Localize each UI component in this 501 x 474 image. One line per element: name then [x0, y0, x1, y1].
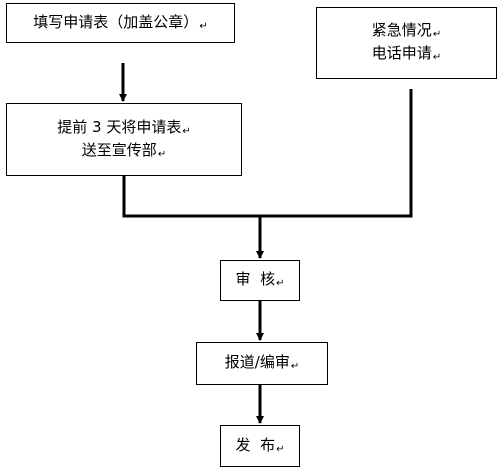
- paragraph-mark-icon: ↵: [432, 52, 442, 63]
- node-report-edit-line-1: 报道/编审↵: [225, 352, 299, 375]
- node-report-edit: 报道/编审↵: [196, 342, 328, 385]
- node-publish-text: 发 布: [235, 435, 276, 454]
- node-review: 审 核↵: [220, 260, 300, 301]
- paragraph-mark-icon: ↵: [290, 361, 300, 372]
- node-review-line-1: 审 核↵: [236, 269, 285, 292]
- node-fill-application: 填写申请表（加盖公章）↵: [6, 3, 235, 43]
- node-emergency-phone-text-2: 电话申请: [371, 44, 432, 62]
- paragraph-mark-icon: ↵: [276, 278, 285, 289]
- paragraph-mark-icon: ↵: [182, 125, 191, 137]
- node-emergency-phone-line-2: 电话申请↵: [372, 43, 441, 66]
- node-emergency-phone: 紧急情况↵ 电话申请↵: [316, 7, 497, 79]
- node-fill-application-line-1: 填写申请表（加盖公章）↵: [33, 12, 207, 35]
- node-submit-form: 提前 3 天将申请表↵ 送至宣传部↵: [6, 103, 242, 176]
- paragraph-mark-icon: ↵: [157, 148, 167, 160]
- paragraph-mark-icon: ↵: [276, 443, 285, 455]
- node-review-text: 审 核: [235, 270, 276, 288]
- node-submit-form-line-2: 送至宣传部↵: [82, 140, 166, 163]
- paragraph-mark-icon: ↵: [199, 20, 208, 32]
- node-submit-form-line-1: 提前 3 天将申请表↵: [57, 117, 190, 140]
- node-report-edit-text: 报道/编审: [224, 353, 290, 371]
- node-emergency-phone-text-1: 紧急情况: [371, 21, 432, 39]
- node-emergency-phone-line-1: 紧急情况↵: [372, 20, 441, 43]
- node-fill-application-text: 填写申请表（加盖公章）: [33, 12, 199, 31]
- node-submit-form-text-1: 提前 3 天将申请表: [57, 117, 182, 136]
- node-publish-line-1: 发 布↵: [236, 435, 285, 458]
- node-submit-form-text-2: 送至宣传部: [81, 140, 157, 159]
- paragraph-mark-icon: ↵: [432, 29, 442, 40]
- node-publish: 发 布↵: [220, 425, 300, 467]
